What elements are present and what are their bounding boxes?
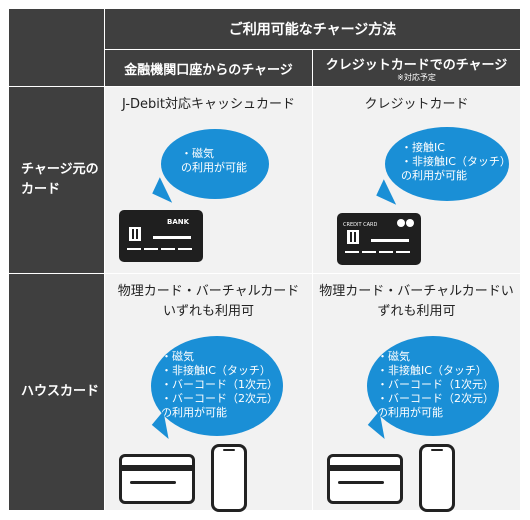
chip-icon — [347, 230, 359, 244]
bubble-line: の利用が可能 — [181, 161, 247, 174]
cell-title: 物理カード・バーチャルカード いずれも利用可 — [105, 282, 312, 322]
card-stripe — [122, 465, 192, 471]
cell-title-line2: いずれも利用可 — [162, 304, 254, 319]
bubble-line: の利用が可能 — [161, 406, 227, 419]
bubble-line: ・バーコード（1次元） — [377, 378, 494, 391]
bubble-line: ・バーコード（1次元） — [161, 378, 278, 391]
speech-bubble: ・磁気 ・非接触IC（タッチ） ・バーコード（1次元） ・バーコード（2次元） … — [151, 336, 283, 439]
card-icon — [327, 454, 403, 504]
chip-icon — [129, 227, 141, 241]
cell-title-line1: 物理カード・バーチャルカード — [117, 284, 300, 299]
speech-bubble: ・磁気 ・非接触IC（タッチ） ・バーコード（1次元） ・バーコード（2次元） … — [367, 336, 499, 439]
card-icon — [119, 454, 195, 504]
bubble-line: ・バーコード（2次元） — [161, 392, 278, 405]
row-label-line1: チャージ元の — [21, 162, 99, 177]
phone-notch — [223, 449, 235, 451]
credit-card-graphic: CREDIT CARD — [343, 219, 414, 253]
bubble-line: ・磁気 — [161, 350, 194, 363]
cell-title-line1: 物理カード・バーチャルカードい — [319, 284, 514, 299]
corner-cell — [8, 8, 105, 87]
card-stripe — [330, 465, 400, 471]
cell-cash-card: J-Debit対応キャッシュカード ・磁気 の利用が可能 BANK — [104, 86, 313, 274]
header-bank-account-label: 金融機関口座からのチャージ — [124, 62, 293, 78]
bank-card-text: BANK — [167, 218, 190, 226]
header-available-methods: ご利用可能なチャージ方法 — [104, 8, 521, 50]
row-label-source-card: チャージ元の カード — [8, 86, 105, 274]
speech-bubble: ・磁気 の利用が可能 — [152, 129, 269, 203]
header-bank-account: 金融機関口座からのチャージ — [104, 49, 313, 87]
cell-title: 物理カード・バーチャルカードい ずれも利用可 — [313, 282, 520, 322]
bubble-tail — [152, 177, 180, 203]
bubble-line: の利用が可能 — [401, 169, 467, 182]
smartphone-icon — [211, 444, 247, 512]
cell-title-line2: ずれも利用可 — [377, 304, 456, 319]
header-credit-card: クレジットカードでのチャージ ※対応予定 — [312, 49, 521, 87]
bubble-line: の利用が可能 — [377, 406, 443, 419]
bubble-line: ・非接触IC（タッチ） — [161, 364, 271, 377]
cell-house-card-credit: 物理カード・バーチャルカードい ずれも利用可 ・磁気 ・非接触IC（タッチ） ・… — [312, 273, 521, 512]
bubble-line: ・磁気 — [181, 147, 214, 160]
bubble-line: ・バーコード（2次元） — [377, 392, 494, 405]
card-line — [338, 481, 384, 484]
phone-notch — [431, 449, 443, 451]
bank-card-graphic: BANK — [127, 218, 192, 250]
row-label-house-card: ハウスカード — [8, 273, 105, 511]
charge-methods-table-wrapper: ご利用可能なチャージ方法 金融機関口座からのチャージ クレジットカードでのチャー… — [8, 8, 521, 512]
charge-methods-table: ご利用可能なチャージ方法 金融機関口座からのチャージ クレジットカードでのチャー… — [8, 8, 521, 512]
bubble-tail — [376, 179, 404, 205]
cell-title: クレジットカード — [364, 97, 469, 112]
cell-credit-card: クレジットカード ・接触IC ・非接触IC（タッチ） の利用が可能 CREDIT… — [312, 86, 521, 274]
smartphone-icon — [419, 444, 455, 512]
cell-house-card-bank: 物理カード・バーチャルカード いずれも利用可 ・磁気 ・非接触IC（タッチ） ・… — [104, 273, 313, 512]
card-icon: BANK — [119, 210, 203, 262]
header-credit-card-note: ※対応予定 — [397, 73, 436, 82]
cell-title: J-Debit対応キャッシュカード — [121, 97, 296, 112]
header-credit-card-label: クレジットカードでのチャージ — [325, 58, 508, 73]
bubble-line: ・非接触IC（タッチ） — [377, 364, 487, 377]
speech-bubble: ・接触IC ・非接触IC（タッチ） の利用が可能 — [376, 127, 511, 205]
bubble-line: ・接触IC — [401, 141, 445, 154]
row-label-line2: カード — [21, 182, 61, 197]
bubble-line: ・磁気 — [377, 350, 410, 363]
credit-card-text: CREDIT CARD — [343, 222, 377, 228]
card-icon: CREDIT CARD — [337, 213, 421, 265]
bubble-line: ・非接触IC（タッチ） — [401, 155, 511, 168]
card-line — [130, 481, 176, 484]
